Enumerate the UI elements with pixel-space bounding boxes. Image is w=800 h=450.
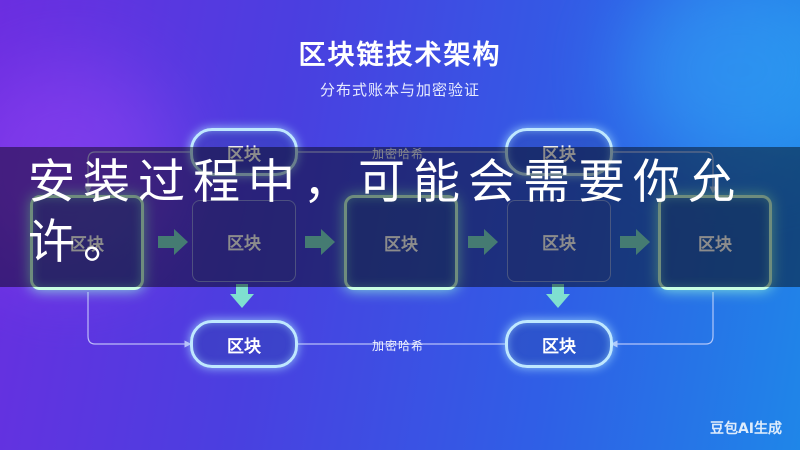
loop-right-top: [612, 151, 717, 194]
flow-arrow-1: [158, 229, 188, 255]
block-mid-4: 区块: [507, 200, 611, 282]
flow-arrow-4: [620, 229, 650, 255]
loop-left-top: [84, 151, 190, 194]
block-top-right: 区块: [505, 128, 613, 176]
block-mid-5: 区块: [658, 195, 772, 290]
diagram-title: 区块链技术架构: [298, 40, 502, 71]
overlay-caption: 安装过程中，可能会需要你允许。: [28, 155, 743, 270]
flow-arrow-3: [468, 229, 498, 255]
block-top-left: 区块: [190, 128, 298, 176]
block-bottom-left: 区块: [190, 320, 298, 368]
loop-right-bottom: [610, 292, 714, 348]
ai-watermark: 豆包AI生成: [709, 421, 782, 437]
loop-left-bottom: [87, 292, 192, 348]
down-arrow-left: [230, 284, 254, 308]
diagram-subtitle: 分布式账本与加密验证: [319, 81, 480, 99]
block-mid-2: 区块: [192, 200, 296, 282]
block-mid-3: 区块: [344, 195, 458, 290]
flow-arrow-2: [305, 229, 335, 255]
hash-label-bottom: 加密哈希: [372, 339, 425, 353]
down-arrow-right: [546, 284, 570, 308]
block-bottom-right: 区块: [505, 320, 613, 368]
hash-label-top: 加密哈希: [372, 147, 425, 161]
overlay-banner: [0, 147, 800, 287]
flow-arrows: [158, 229, 650, 255]
block-mid-1: 区块: [30, 195, 144, 290]
